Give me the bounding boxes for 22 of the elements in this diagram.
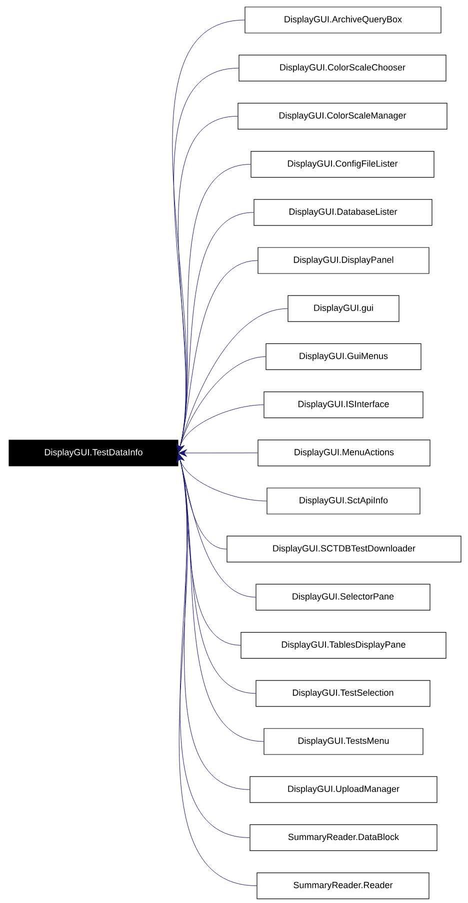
class-box: DisplayGUI.MenuActions [258, 440, 430, 466]
arrow [176, 453, 257, 886]
class-box: DisplayGUI.SCTDBTestDownloader [226, 536, 462, 562]
class-box: DisplayGUI.GuiMenus [266, 343, 422, 370]
class-box: DisplayGUI.ArchiveQueryBox [244, 6, 442, 34]
class-box: DisplayGUI.DatabaseLister [254, 199, 432, 226]
selected-class-box: DisplayGUI.TestDataInfo [8, 440, 178, 466]
class-box: SummaryReader.DataBlock [250, 824, 438, 851]
class-box: DisplayGUI.TestsMenu [264, 728, 424, 755]
class-box: DisplayGUI.ConfigFileLister [250, 151, 434, 178]
arrow [178, 449, 258, 457]
class-box: DisplayGUI.UploadManager [250, 776, 438, 803]
class-box: DisplayGUI.SctApiInfo [266, 488, 420, 514]
class-box: DisplayGUI.ISInterface [264, 392, 424, 418]
class-box: DisplayGUI.SelectorPane [256, 584, 430, 610]
class-box: DisplayGUI.gui [288, 295, 400, 322]
class-box: DisplayGUI.DisplayPanel [258, 247, 430, 274]
class-box: SummaryReader.Reader [256, 872, 430, 900]
class-box: DisplayGUI.TestSelection [256, 680, 430, 707]
class-box: DisplayGUI.ColorScaleManager [238, 102, 448, 130]
class-box: DisplayGUI.TablesDisplayPane [240, 632, 446, 659]
class-box: DisplayGUI.ColorScaleChooser [238, 54, 446, 82]
